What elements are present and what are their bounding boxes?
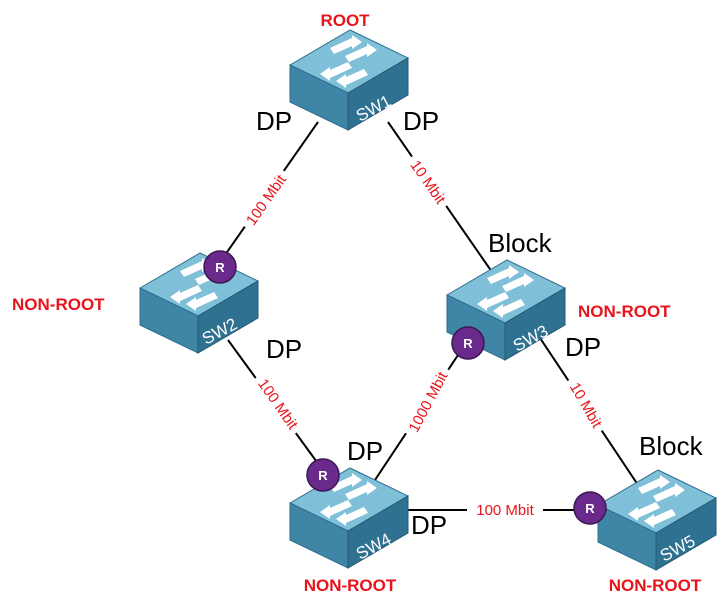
root-port-marker-sw4: R bbox=[306, 458, 340, 492]
switch-sw2: SW2 bbox=[139, 252, 259, 354]
port-label-sw5-top: Block bbox=[639, 431, 704, 461]
speed-label-sw3-sw5: 10 Mbit bbox=[566, 380, 606, 432]
root-port-marker-sw2: R bbox=[203, 250, 237, 284]
speed-label-sw3-sw4: 1000 Mbit bbox=[405, 368, 451, 435]
port-label-sw3-right: DP bbox=[565, 332, 601, 362]
root-port-markers: R R R R bbox=[203, 250, 607, 525]
port-label-sw4-top: DP bbox=[347, 436, 383, 466]
port-labels: DP DP Block DP DP DP DP Block bbox=[256, 106, 704, 540]
role-label-sw2: NON-ROOT bbox=[12, 295, 105, 314]
port-label-sw1-left: DP bbox=[256, 106, 292, 136]
speed-label-sw4-sw5: 100 Mbit bbox=[476, 502, 534, 519]
speed-label-sw1-sw2: 100 Mbit bbox=[243, 171, 290, 229]
svg-text:R: R bbox=[463, 336, 473, 351]
switch-sw5: SW5 bbox=[597, 469, 717, 571]
role-label-sw5: NON-ROOT bbox=[609, 576, 702, 595]
port-label-sw2-bottom: DP bbox=[266, 334, 302, 364]
port-label-sw3-top: Block bbox=[488, 228, 553, 258]
root-port-marker-sw5: R bbox=[573, 491, 607, 525]
svg-text:R: R bbox=[318, 468, 328, 483]
port-label-sw4-right: DP bbox=[411, 510, 447, 540]
switch-sw4: SW4 bbox=[289, 467, 409, 569]
role-label-sw3: NON-ROOT bbox=[578, 302, 671, 321]
role-label-sw4: NON-ROOT bbox=[304, 576, 397, 595]
switch-sw1: SW1 bbox=[289, 29, 409, 131]
root-port-marker-sw3: R bbox=[451, 326, 485, 360]
role-label-sw1: ROOT bbox=[320, 11, 370, 30]
svg-text:R: R bbox=[215, 260, 225, 275]
port-label-sw1-right: DP bbox=[403, 106, 439, 136]
speed-label-sw2-sw4: 100 Mbit bbox=[254, 376, 301, 434]
role-labels: ROOT NON-ROOT NON-ROOT NON-ROOT NON-ROOT bbox=[12, 11, 702, 595]
svg-text:R: R bbox=[585, 501, 595, 516]
